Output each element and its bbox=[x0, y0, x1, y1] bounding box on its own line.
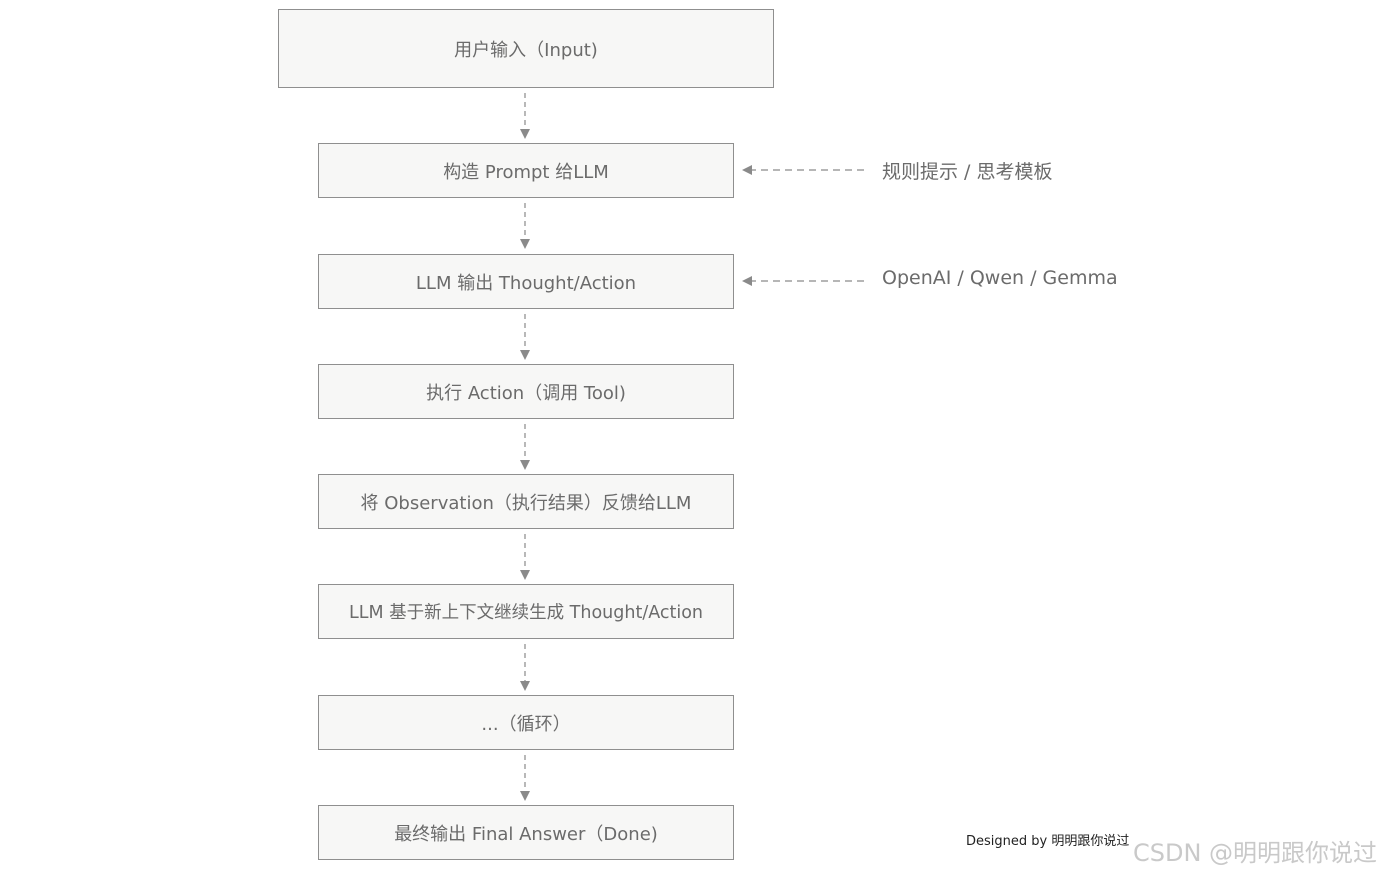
step-label: 最终输出 Final Answer（Done) bbox=[394, 823, 658, 845]
step-label: 执行 Action（调用 Tool) bbox=[426, 382, 626, 404]
step-llm-output: LLM 输出 Thought/Action bbox=[318, 254, 734, 309]
step-loop: ...（循环） bbox=[318, 695, 734, 750]
step-llm-continue: LLM 基于新上下文继续生成 Thought/Action bbox=[318, 584, 734, 639]
step-final-answer: 最终输出 Final Answer（Done) bbox=[318, 805, 734, 860]
step-label: 构造 Prompt 给LLM bbox=[443, 161, 609, 183]
step-feed-observation: 将 Observation（执行结果）反馈给LLM bbox=[318, 474, 734, 529]
designer-credit: Designed by 明明跟你说过 bbox=[966, 834, 1130, 849]
step-execute-action: 执行 Action（调用 Tool) bbox=[318, 364, 734, 419]
step-label: 用户输入（Input) bbox=[454, 39, 598, 61]
step-label: ...（循环） bbox=[481, 713, 571, 735]
side-input-model-providers: OpenAI / Qwen / Gemma bbox=[882, 267, 1118, 289]
side-input-prompt-template: 规则提示 / 思考模板 bbox=[882, 161, 1053, 183]
step-build-prompt: 构造 Prompt 给LLM bbox=[318, 143, 734, 198]
watermark: CSDN @明明跟你说过 bbox=[1133, 839, 1378, 867]
step-label: LLM 输出 Thought/Action bbox=[415, 272, 637, 294]
step-label: LLM 基于新上下文继续生成 Thought/Action bbox=[348, 603, 704, 623]
step-label: 将 Observation（执行结果）反馈给LLM bbox=[360, 492, 692, 514]
step-user-input: 用户输入（Input) bbox=[278, 9, 774, 88]
